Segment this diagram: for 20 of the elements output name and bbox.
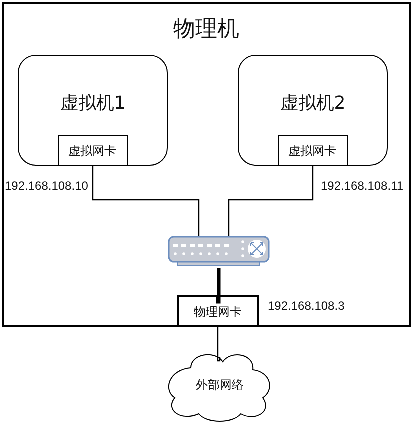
vm-label: 虚拟机2 [279,92,347,115]
vm-box [18,55,168,166]
connector-line [228,166,314,236]
ip-address-label: 192.168.108.3 [268,299,345,313]
connector-line [217,327,221,362]
nic-label: 虚拟网卡 [288,142,338,160]
nic-box [58,134,128,166]
nic-box [278,134,348,166]
host-title: 物理机 [172,16,240,44]
ip-address-label: 192.168.108.10 [5,179,88,193]
nic-label: 虚拟网卡 [68,142,118,160]
ip-address-label: 192.168.108.11 [321,179,404,193]
vm-label: 虚拟机1 [59,92,127,115]
connector-line [92,166,200,236]
nic-label: 物理网卡 [193,304,243,321]
host-box [2,2,411,327]
network-label: 外部网络 [195,377,245,394]
nic-box [177,295,259,327]
vm-box [238,55,388,166]
connector-line [216,268,221,304]
